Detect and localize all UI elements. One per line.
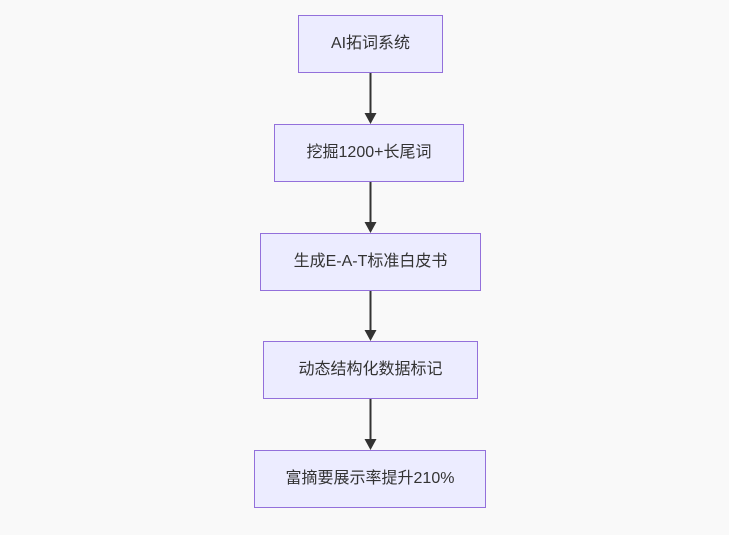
arrow-node2-to-node3 [364, 182, 377, 233]
arrow-node1-to-node2 [364, 73, 377, 124]
flow-node-ai-keyword-system: AI拓词系统 [298, 15, 443, 73]
arrow-node4-to-node5 [364, 399, 377, 450]
flow-node-eat-whitepaper: 生成E-A-T标准白皮书 [260, 233, 481, 291]
flow-node-label: 生成E-A-T标准白皮书 [293, 253, 448, 270]
flow-node-label: AI拓词系统 [330, 35, 411, 52]
flow-node-label: 富摘要展示率提升210% [285, 470, 455, 487]
arrow-node3-to-node4 [364, 291, 377, 341]
flow-node-longtail-mining: 挖掘1200+长尾词 [274, 124, 464, 182]
flow-node-label: 挖掘1200+长尾词 [306, 144, 432, 161]
flow-node-structured-data-markup: 动态结构化数据标记 [263, 341, 478, 399]
flow-node-rich-snippet-uplift: 富摘要展示率提升210% [254, 450, 486, 508]
flow-node-label: 动态结构化数据标记 [298, 361, 443, 378]
